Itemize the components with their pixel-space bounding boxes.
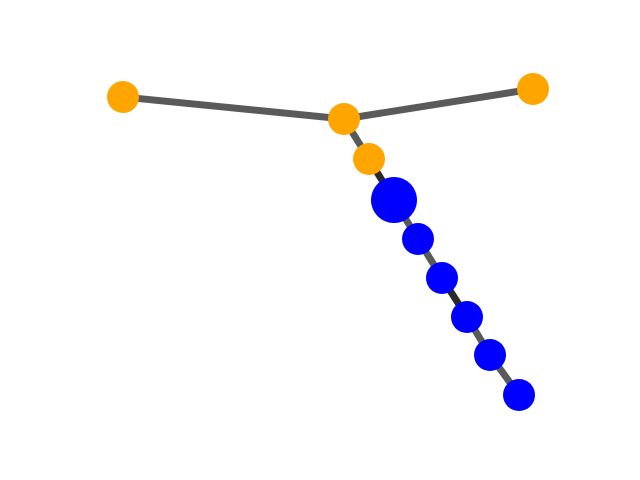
node-o_hub (328, 103, 360, 135)
node-b2 (402, 223, 434, 255)
node-b_big (371, 177, 417, 223)
nodes-layer (107, 73, 549, 411)
node-o_lower (353, 143, 385, 175)
node-b5 (474, 339, 506, 371)
node-b6 (503, 379, 535, 411)
edges-layer (122, 85, 534, 398)
node-o_right (517, 73, 549, 105)
edge-o_left-o_hub (122, 93, 345, 123)
node-b4 (451, 301, 483, 333)
node-o_left (107, 81, 139, 113)
node-b3 (426, 262, 458, 294)
edge-o_hub-o_right (343, 85, 534, 123)
